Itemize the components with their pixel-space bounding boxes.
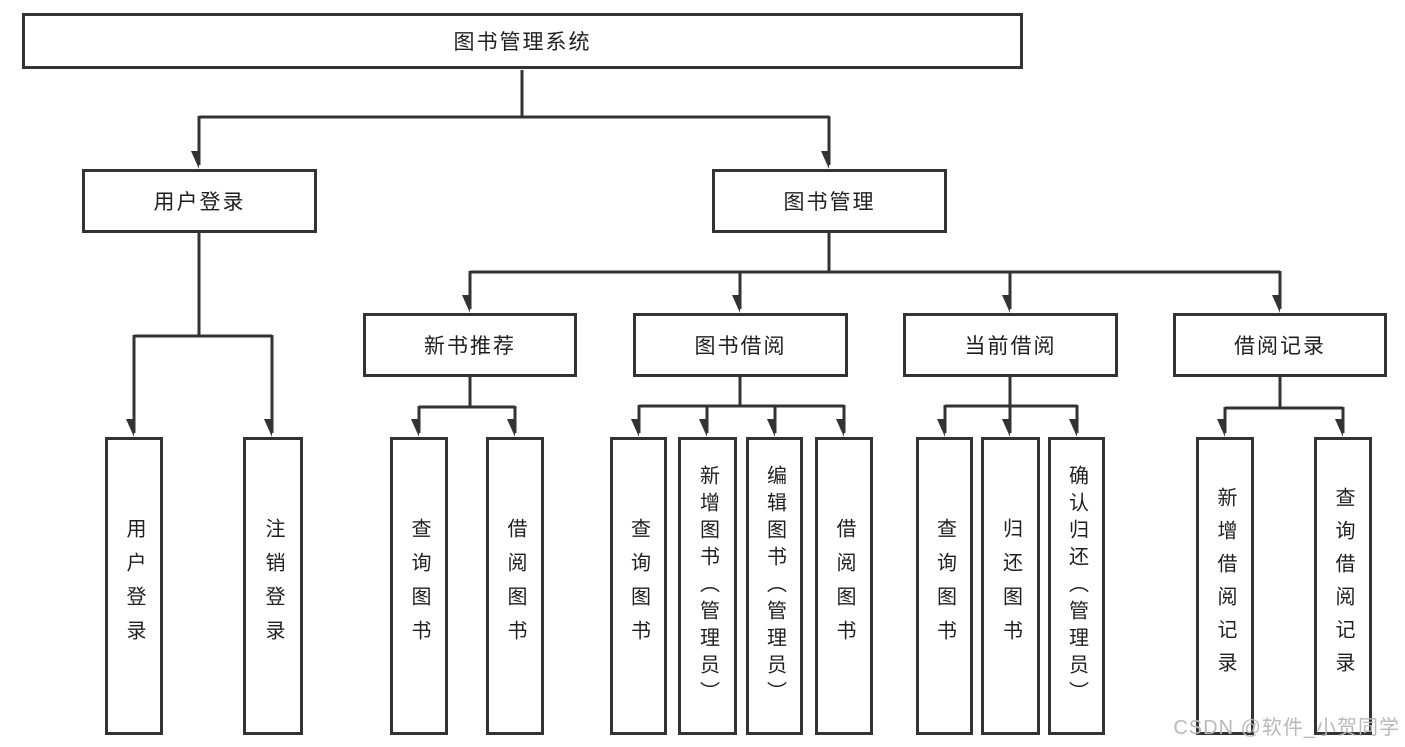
leaf-user-login-label: 用户登录 <box>123 518 145 654</box>
leaf-current-query-books-label: 查询图书 <box>933 518 956 654</box>
connector-new-book-recommend-trunk <box>419 376 515 409</box>
leaf-borrow-query-books: 查询图书 <box>610 437 667 735</box>
leaf-query-borrow-record: 查询借阅记录 <box>1314 437 1372 735</box>
csdn-watermark: CSDN @软件_小贺同学 <box>1173 717 1400 739</box>
node-book-management: 图书管理 <box>712 169 947 233</box>
leaf-add-books-admin: 新增图书（管理员） <box>678 437 737 735</box>
node-new-book-recommend-label: 新书推荐 <box>424 335 516 358</box>
leaf-borrow-query-books-label: 查询图书 <box>627 518 650 654</box>
leaf-confirm-return-admin-label: 确认归还（管理员） <box>1065 464 1088 708</box>
leaf-recommend-query-books: 查询图书 <box>390 437 448 735</box>
leaf-return-books: 归还图书 <box>981 437 1040 735</box>
leaf-borrow-books-label: 借阅图书 <box>833 518 855 654</box>
connector-book-borrow-trunk <box>639 376 844 408</box>
leaf-borrow-books: 借阅图书 <box>815 437 873 735</box>
node-book-management-label: 图书管理 <box>783 191 876 214</box>
node-new-book-recommend: 新书推荐 <box>363 313 577 377</box>
leaf-query-borrow-record-label: 查询借阅记录 <box>1332 487 1354 685</box>
leaf-recommend-borrow-books-label: 借阅图书 <box>504 518 526 654</box>
connector-user-login-trunk <box>134 232 272 338</box>
node-current-borrow-label: 当前借阅 <box>964 335 1057 358</box>
node-borrow-records: 借阅记录 <box>1173 313 1387 377</box>
leaf-edit-books-admin-label: 编辑图书（管理员） <box>763 464 786 708</box>
leaf-current-query-books: 查询图书 <box>916 437 973 735</box>
connector-root-trunk <box>199 70 829 119</box>
node-root: 图书管理系统 <box>22 13 1023 69</box>
leaf-edit-books-admin: 编辑图书（管理员） <box>746 437 803 735</box>
node-borrow-records-label: 借阅记录 <box>1234 335 1326 358</box>
leaf-logout: 注销登录 <box>243 437 303 735</box>
leaf-user-login: 用户登录 <box>105 437 163 735</box>
node-root-label: 图书管理系统 <box>453 31 592 54</box>
leaf-recommend-query-books-label: 查询图书 <box>408 518 430 654</box>
leaf-add-borrow-record-label: 新增借阅记录 <box>1214 487 1236 685</box>
leaf-recommend-borrow-books: 借阅图书 <box>486 437 544 735</box>
connector-current-borrow-trunk <box>945 376 1077 408</box>
leaf-confirm-return-admin: 确认归还（管理员） <box>1048 437 1105 735</box>
leaf-return-books-label: 归还图书 <box>999 518 1022 654</box>
node-user-login-label: 用户登录 <box>153 191 246 214</box>
node-current-borrow: 当前借阅 <box>903 313 1118 377</box>
node-book-borrow-label: 图书借阅 <box>694 335 787 358</box>
leaf-logout-label: 注销登录 <box>262 518 284 654</box>
node-user-login: 用户登录 <box>82 169 317 233</box>
leaf-add-borrow-record: 新增借阅记录 <box>1196 437 1254 735</box>
connector-borrow-records-trunk <box>1225 376 1343 410</box>
node-book-borrow: 图书借阅 <box>633 313 848 377</box>
leaf-add-books-admin-label: 新增图书（管理员） <box>696 464 719 708</box>
connector-book-management-trunk <box>470 232 1280 274</box>
